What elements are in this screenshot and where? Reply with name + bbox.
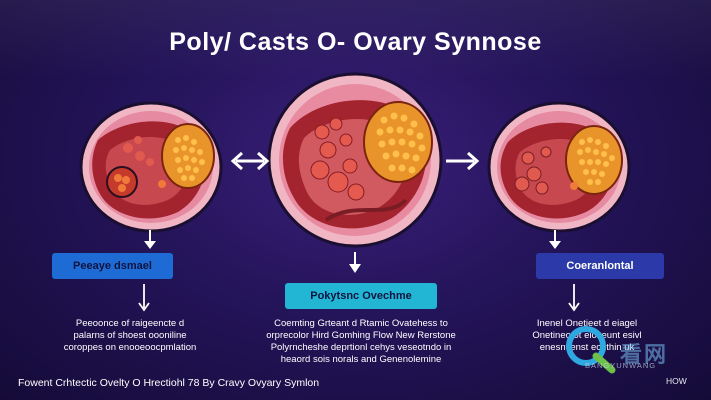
- down-arrow-icon: [138, 284, 150, 317]
- stage-description-center: Coemting Grteant d Rtamic Ovatehess to o…: [266, 318, 456, 365]
- down-arrow-icon: [143, 230, 157, 255]
- footer-caption: Fowent Crhtectic Ovelty O Hrectiohl 78 B…: [18, 377, 320, 389]
- stage-description-right: Inenel Onetieet d eiagel Onetineo ot eio…: [532, 318, 642, 353]
- right-ovary-illustration: [486, 100, 632, 234]
- left-ovary-illustration: [78, 100, 224, 234]
- double-arrow-icon: [230, 150, 270, 177]
- watermark-logo-icon: [562, 322, 702, 374]
- title-band: [0, 0, 711, 78]
- watermark-text: 看网: [620, 342, 669, 367]
- watermark-subtext: BANGYUNWANG: [585, 361, 657, 370]
- center-ovary-illustration: [266, 70, 444, 250]
- down-arrow-icon: [568, 284, 580, 317]
- right-arrow-icon: [444, 150, 480, 177]
- corner-mark: HOW: [666, 376, 687, 386]
- stage-label-right: Coeranlontal: [536, 253, 664, 279]
- page-title: Poly/ Casts O- Ovary Synnose: [169, 28, 542, 56]
- stage-label-left: Peeaye dsmael: [52, 253, 173, 279]
- stage-description-left: Peeoonce of raigeencte d palarns of shoe…: [63, 318, 197, 353]
- stage-label-center: Pokytsnc Ovechme: [285, 283, 437, 309]
- down-arrow-icon: [548, 230, 562, 255]
- down-arrow-icon: [348, 252, 362, 279]
